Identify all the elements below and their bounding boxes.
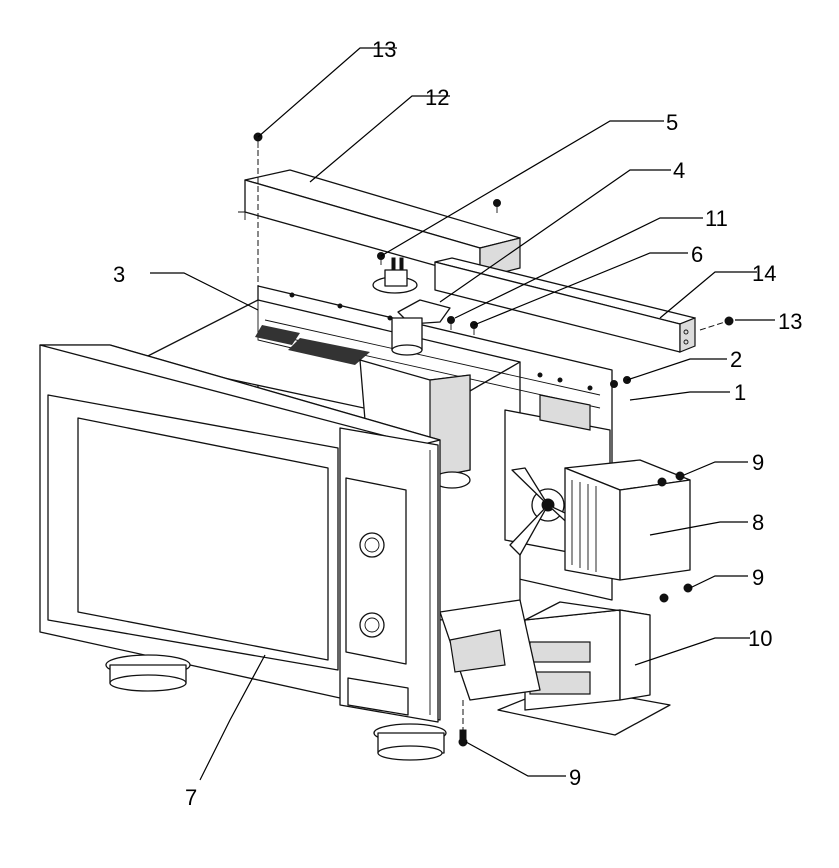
callout-10: 10 [748,626,772,651]
part-10-transformer [497,601,671,736]
part-12-top-bracket [238,169,521,279]
callout-11: 11 [705,206,728,231]
leader-lines [150,47,775,781]
callout-6: 6 [691,242,703,267]
callout-9-middle: 9 [752,565,764,590]
part-4-motor-cover [391,299,451,356]
callout-4: 4 [673,158,685,183]
top-vent-mesh [255,325,370,365]
part-8-magnetron [564,459,691,581]
part-5-motor [372,257,418,294]
control-panel [339,427,439,723]
callout-7: 7 [185,785,197,810]
callout-3: 3 [113,262,125,287]
assembly-guides [257,150,726,732]
callout-9-bottom: 9 [569,765,581,790]
callout-9-upper: 9 [752,450,764,475]
callout-1: 1 [734,380,746,405]
callout-8: 8 [752,510,764,535]
callout-13-top: 13 [372,37,396,62]
callout-labels: 13 12 5 4 11 3 6 14 13 2 1 9 8 9 10 7 9 [113,37,802,810]
feet [105,654,447,761]
callout-12: 12 [425,85,449,110]
part-14-rail-bracket [434,257,696,353]
screws [253,132,734,747]
callout-14: 14 [752,261,776,286]
callout-13-right: 13 [778,309,802,334]
callout-2: 2 [730,347,742,372]
base-plate [439,599,541,701]
callout-5: 5 [666,110,678,135]
